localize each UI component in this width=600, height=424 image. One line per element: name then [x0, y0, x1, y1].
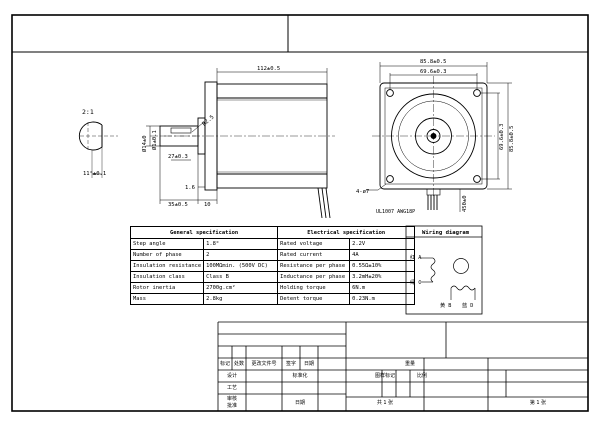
hole-spacing: 69.6±0.3: [420, 69, 447, 75]
spec-label: Inductance per phase: [277, 271, 351, 283]
wiring-title: Wiring diagram: [422, 230, 470, 236]
wire-label-b: 黄 B: [440, 301, 451, 309]
shaft-diameter-1: Ø14±0: [141, 135, 148, 152]
motor-end-view: [372, 76, 495, 210]
body-length: 112±0.5: [257, 66, 280, 72]
spec-value: 2.8kg: [203, 293, 279, 305]
tb-approve: 批准: [226, 403, 237, 409]
wiring-diagram: Wiring diagram 红 A 绿 C 黄 B 蓝 D: [405, 225, 483, 315]
tb-sheets-total: 共 1 张: [376, 400, 394, 406]
wire-label-a: 红 A: [410, 253, 422, 261]
spec-label: Number of phase: [129, 249, 205, 261]
shoulder-dim: 1.6: [185, 185, 195, 191]
spec-label: Detent torque: [277, 293, 351, 305]
spec-value: 2: [203, 249, 279, 261]
table-row: Number of phase 2 Rated current 4A: [129, 249, 416, 261]
shaft-length: 35±0.5: [168, 202, 188, 208]
tb-check: 审核: [226, 396, 237, 402]
wire-spec: UL1007 AWG18P: [376, 209, 415, 215]
table-row: Rotor inertia 2700g.cm² Holding torque 6…: [129, 282, 416, 294]
tb-date: 日期: [294, 400, 305, 406]
holes-label: 4-ø7: [356, 189, 369, 195]
spec-label: Insulation resistance: [129, 260, 205, 272]
tb-process: 工艺: [226, 385, 237, 391]
general-spec-header: General specification: [129, 226, 279, 239]
tb-count: 处数: [233, 361, 244, 367]
tb-signature: 签字: [285, 361, 296, 367]
tb-standard: 标准化: [292, 373, 308, 379]
table-row: Step angle 1.8° Rated voltage 2.2V: [129, 238, 416, 250]
lead-length: 450±0: [462, 195, 468, 212]
electrical-spec-header: Electrical specification: [277, 226, 416, 239]
spec-value: 100MΩmin. (500V DC): [203, 260, 279, 272]
spec-value: 1.8°: [203, 238, 279, 250]
radius-label: R2.5: [201, 114, 215, 127]
sheet-border: [11, 14, 589, 412]
table-row: Insulation class Class B Inductance per …: [129, 271, 416, 283]
spec-label: Resistance per phase: [277, 260, 351, 272]
spec-value: 2700g.cm²: [203, 282, 279, 294]
spec-label: Insulation class: [129, 271, 205, 283]
outer-width: 85.8±0.5: [420, 59, 447, 65]
spec-label: Rated current: [277, 249, 351, 261]
wire-label-d: 蓝 D: [462, 301, 473, 309]
spec-value: 0.55Ω±10%: [349, 260, 416, 272]
wire-label-c: 绿 C: [410, 278, 421, 286]
key-length: 27±0.3: [168, 154, 188, 160]
ratio-label: 2:1: [82, 108, 94, 116]
key-dimension: 11°±0.1: [83, 171, 106, 177]
outer-height: 85.8±0.5: [509, 126, 515, 153]
end-view-dimensions: [366, 62, 512, 212]
spec-value: 2.2V: [349, 238, 416, 250]
tb-sheet-number: 第 1 张: [529, 400, 547, 406]
tb-weight: 重量: [404, 361, 415, 367]
spec-label: Holding torque: [277, 282, 351, 294]
tb-design: 设计: [226, 373, 237, 379]
tb-change-doc: 更改文件号: [251, 361, 277, 367]
spec-label: Step angle: [129, 238, 205, 250]
spec-label: Rated voltage: [277, 238, 351, 250]
table-row: Mass 2.8kg Detent torque 0.23N.m: [129, 293, 416, 305]
hole-spacing-vertical: 69.6±0.3: [499, 124, 505, 151]
spec-label: Rotor inertia: [129, 282, 205, 294]
specification-table: General specification Electrical specifi…: [129, 226, 416, 305]
side-view-dimensions: [146, 68, 328, 204]
spec-value: 6N.m: [349, 282, 416, 294]
tb-stage: 图样标记: [374, 373, 395, 379]
spec-value: 3.2mH±20%: [349, 271, 416, 283]
tb-mark: 标记: [219, 361, 230, 367]
spec-value: 0.23N.m: [349, 293, 416, 305]
tb-date-col: 日期: [303, 361, 314, 367]
spec-label: Mass: [129, 293, 205, 305]
shaft-diameter-2: Ø1±0.1: [151, 130, 158, 150]
table-row: Insulation resistance 100MΩmin. (500V DC…: [129, 260, 416, 272]
title-block-grid: [217, 321, 588, 411]
motor-side-view: [150, 81, 335, 219]
shaft-section: [78, 121, 118, 178]
tb-scale: 比例: [416, 373, 427, 379]
spec-value: Class B: [203, 271, 279, 283]
flange-dim: 10: [204, 202, 211, 208]
spec-value: 4A: [349, 249, 416, 261]
